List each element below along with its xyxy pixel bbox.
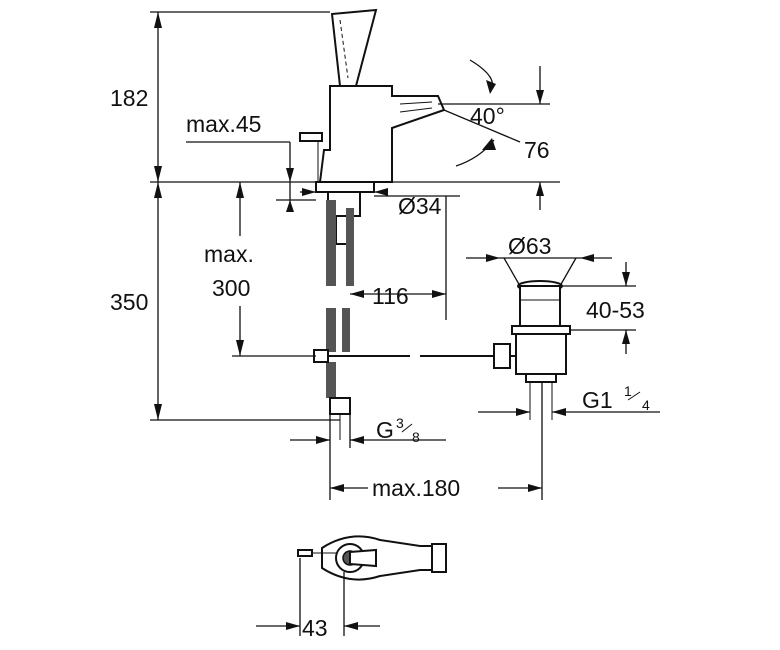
spout-height-label: 76: [524, 137, 550, 163]
supply-thread-numerator: 3: [396, 415, 404, 431]
dim-top-view-offset: 43: [256, 558, 380, 641]
spout-angle-label: 40°: [470, 103, 505, 129]
supply-hose-bottom: [326, 362, 336, 398]
base-diameter-label: Ø34: [398, 193, 442, 219]
depth-label-line2: 300: [212, 275, 250, 301]
dim-depth-max300: max. 300: [190, 182, 316, 357]
waste-thread-numerator: 1: [624, 383, 632, 399]
waste-valve: [493, 280, 571, 420]
waste-diameter-label: Ø63: [508, 233, 551, 259]
top-view-popup-knob: [297, 549, 313, 557]
popup-knob: [299, 132, 323, 142]
supply-hose-lower: [326, 308, 336, 352]
dim-lever-max45: max.45: [186, 111, 316, 212]
faucet-side-view: [299, 8, 494, 440]
dim-height-182: 182: [110, 12, 162, 182]
waste-body-lower: [515, 333, 567, 375]
total-height-label: 350: [110, 289, 148, 315]
pipe-offset-label: 116: [372, 283, 409, 309]
dim-waste-range: 40-53: [560, 262, 645, 354]
top-view-spout: [431, 543, 447, 573]
dim-height-350: 350: [110, 182, 162, 420]
faucet-top-view: [297, 535, 447, 581]
lever-max-label: max.45: [186, 111, 261, 137]
supply-connector: [329, 397, 351, 415]
max-width-label: max.180: [372, 475, 460, 501]
dim-spout-angle: 40°: [438, 59, 550, 167]
base-flange: [315, 181, 375, 193]
supply-thread-main: G: [376, 417, 394, 443]
supply-hose-upper: [326, 200, 336, 286]
supply-hose-lower-2: [342, 308, 350, 352]
dim-waste-thread: G1 1 4: [478, 383, 660, 416]
top-view-lever: [349, 548, 377, 568]
faucet-body: [318, 85, 446, 183]
height-top-label: 182: [110, 85, 148, 111]
waste-thread-denominator: 4: [642, 397, 650, 413]
waste-body-upper: [519, 285, 561, 327]
dim-supply-thread: G 3 8: [290, 414, 446, 500]
dim-base-diameter: Ø34: [300, 188, 460, 219]
waste-tail: [525, 373, 557, 383]
waste-flange: [511, 325, 571, 335]
top-view-offset-label: 43: [302, 615, 328, 641]
dim-max-width: max.180: [330, 382, 543, 502]
dim-spout-height: 76: [524, 66, 550, 210]
rod-clamp: [313, 349, 329, 363]
lever-handle: [330, 8, 378, 87]
supply-hose-upper-2: [346, 208, 354, 286]
supply-thread-denominator: 8: [412, 429, 420, 445]
depth-label-line1: max.: [204, 241, 254, 267]
waste-range-label: 40-53: [586, 297, 645, 323]
waste-thread-main: G1: [582, 387, 613, 413]
dim-pipe-offset: 116: [350, 196, 447, 320]
waste-rod-joint: [493, 343, 511, 369]
dim-waste-diameter: Ø63: [466, 233, 612, 287]
